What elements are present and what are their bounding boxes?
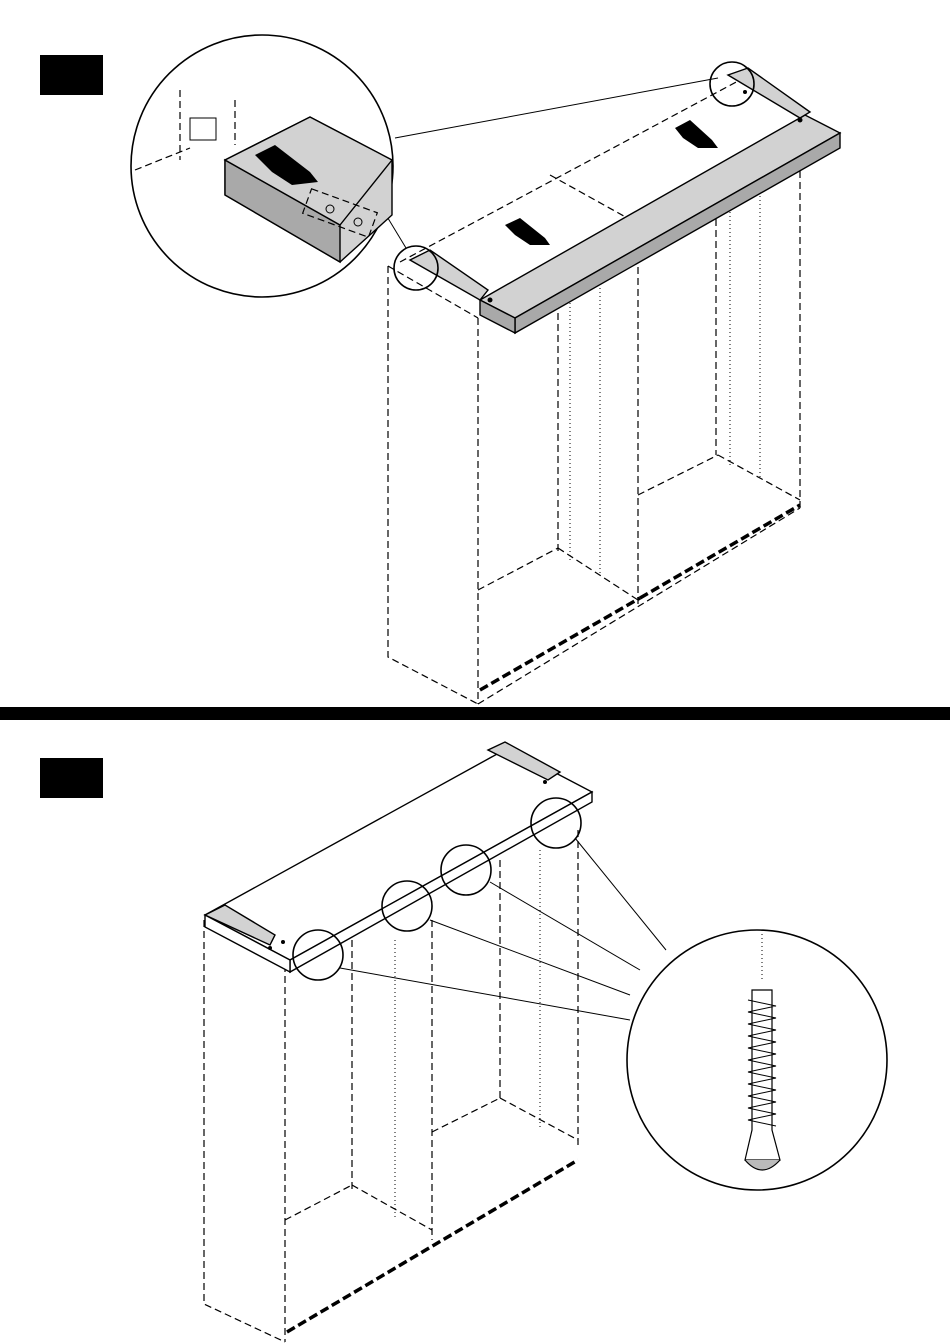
step-1-illustration (0, 0, 950, 706)
front-top-rail (410, 68, 840, 333)
step-2-illustration (0, 720, 950, 1344)
step-divider (0, 707, 950, 720)
top-board-step2 (205, 742, 592, 972)
screw-icon (745, 990, 780, 1170)
screw-detail-magnifier (627, 930, 887, 1190)
detail-magnifier (131, 35, 393, 297)
